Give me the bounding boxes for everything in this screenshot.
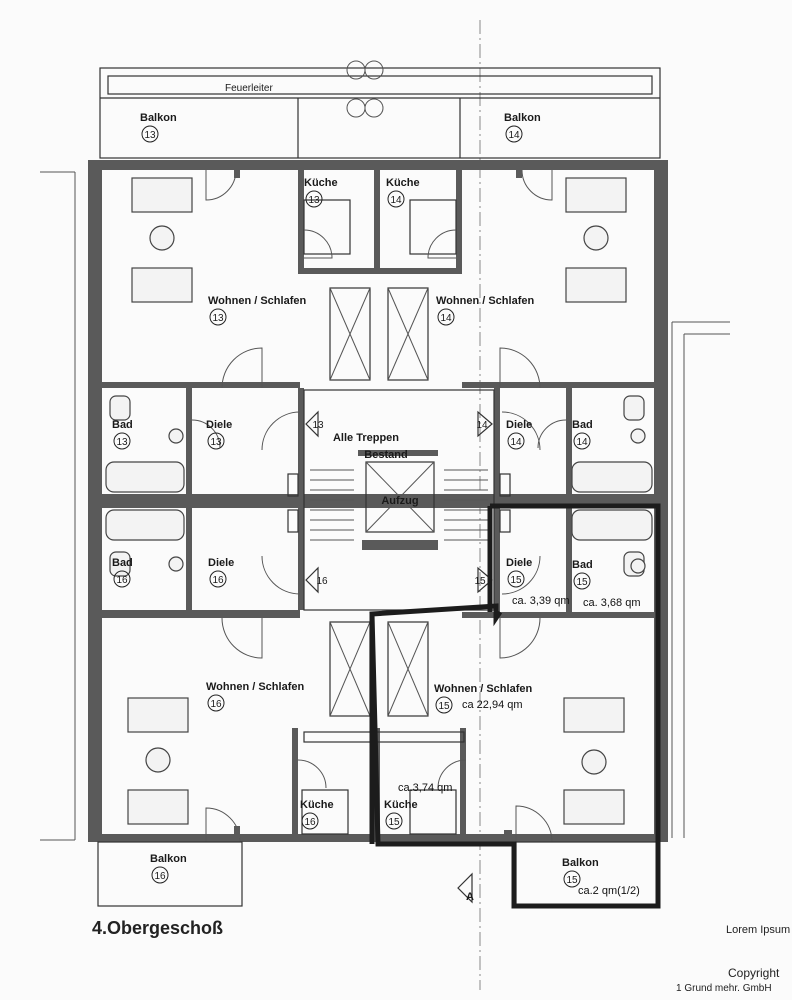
stair-arrow-16 — [305, 566, 319, 594]
room-label-bad-15: Bad — [572, 559, 593, 571]
room-label-kueche-15: Küche — [384, 799, 418, 811]
room-number-kueche-14: 14 — [390, 195, 402, 206]
room-label-balkon-16: Balkon — [150, 853, 187, 865]
area-balkon-15: ca.2 qm(1/2) — [578, 885, 640, 897]
room-number-circle-wohnen-13 — [209, 308, 227, 326]
room-number-bad-16: 16 — [116, 575, 128, 586]
room-number-balkon-13: 13 — [144, 130, 156, 141]
room-number-balkon-16: 16 — [154, 871, 166, 882]
room-number-circle-balkon-16 — [151, 866, 169, 884]
stair-num-13: 13 — [312, 420, 324, 431]
room-number-circle-diele-14 — [507, 432, 525, 450]
room-number-circle-diele-16 — [209, 570, 227, 588]
copyright-company: 1 Grund mehr. GmbH — [676, 983, 772, 994]
stair-arrow-13 — [305, 410, 319, 438]
stair-arrow-14 — [477, 410, 493, 438]
room-label-wohnen-15: Wohnen / Schlafen — [434, 683, 532, 695]
room-label-diele-15: Diele — [506, 557, 532, 569]
room-label-bad-14: Bad — [572, 419, 593, 431]
stair-arrow-15 — [477, 566, 493, 594]
room-number-wohnen-14: 14 — [440, 313, 452, 324]
room-label-balkon-13: Balkon — [140, 112, 177, 124]
room-label-wohnen-16: Wohnen / Schlafen — [206, 681, 304, 693]
room-number-circle-bad-13 — [113, 432, 131, 450]
room-number-kueche-13: 13 — [308, 195, 320, 206]
area-wohnen-15: ca 22,94 qm — [462, 699, 523, 711]
room-number-kueche-15: 15 — [388, 817, 400, 828]
room-label-kueche-14: Küche — [386, 177, 420, 189]
north-arrow-icon — [457, 872, 473, 904]
floor-title: 4.Obergeschoß — [92, 918, 224, 938]
room-number-diele-15: 15 — [510, 575, 522, 586]
room-label-diele-13: Diele — [206, 419, 232, 431]
room-number-circle-diele-13 — [207, 432, 225, 450]
room-number-circle-wohnen-15 — [435, 696, 453, 714]
room-number-circle-kueche-14 — [387, 190, 405, 208]
room-label-diele-16: Diele — [208, 557, 234, 569]
room-label-diele-14: Diele — [506, 419, 532, 431]
north-label: A — [466, 891, 474, 903]
area-diele-15: ca. 3,39 qm — [512, 595, 569, 607]
lorem-text: Lorem Ipsum — [726, 924, 791, 936]
room-number-circle-kueche-15 — [385, 812, 403, 830]
room-number-circle-wohnen-14 — [437, 308, 455, 326]
room-number-circle-kueche-16 — [301, 812, 319, 830]
feuerleiter-label: Feuerleiter — [225, 83, 273, 94]
room-number-wohnen-13: 13 — [212, 313, 224, 324]
room-number-diele-13: 13 — [210, 437, 222, 448]
room-label-bad-13: Bad — [112, 419, 133, 431]
apartment-15-outline — [369, 503, 661, 909]
stair-label-2: Bestand — [364, 449, 407, 461]
room-label-wohnen-14: Wohnen / Schlafen — [436, 295, 534, 307]
room-label-kueche-13: Küche — [304, 177, 338, 189]
elevator-label: Aufzug — [381, 495, 418, 507]
room-number-circle-bad-14 — [573, 432, 591, 450]
room-number-wohnen-15: 15 — [438, 701, 450, 712]
room-number-circle-kueche-13 — [305, 190, 323, 208]
room-label-wohnen-13: Wohnen / Schlafen — [208, 295, 306, 307]
room-label-kueche-16: Küche — [300, 799, 334, 811]
area-kueche-15: ca.3,74 qm — [398, 782, 452, 794]
room-number-kueche-16: 16 — [304, 817, 316, 828]
room-number-bad-13: 13 — [116, 437, 128, 448]
room-label-bad-16: Bad — [112, 557, 133, 569]
stair-num-16: 16 — [316, 576, 328, 587]
room-number-circle-wohnen-16 — [207, 694, 225, 712]
room-number-balkon-14: 14 — [508, 130, 520, 141]
room-number-wohnen-16: 16 — [210, 699, 222, 710]
room-number-diele-16: 16 — [212, 575, 224, 586]
room-number-diele-14: 14 — [510, 437, 522, 448]
room-number-circle-diele-15 — [507, 570, 525, 588]
room-number-circle-balkon-13 — [141, 125, 159, 143]
area-bad-15: ca. 3,68 qm — [583, 597, 640, 609]
room-number-circle-bad-15 — [573, 572, 591, 590]
stair-num-15: 15 — [474, 576, 486, 587]
stair-num-14: 14 — [476, 420, 488, 431]
room-number-circle-balkon-14 — [505, 125, 523, 143]
stair-label: Alle Treppen — [333, 432, 399, 444]
room-label-balkon-15: Balkon — [562, 857, 599, 869]
room-number-balkon-15: 15 — [566, 875, 578, 886]
room-number-bad-15: 15 — [576, 577, 588, 588]
copyright-label: Copyright — [728, 966, 780, 980]
room-number-bad-14: 14 — [576, 437, 588, 448]
room-number-circle-bad-16 — [113, 570, 131, 588]
room-label-balkon-14: Balkon — [504, 112, 541, 124]
room-number-circle-balkon-15 — [563, 870, 581, 888]
